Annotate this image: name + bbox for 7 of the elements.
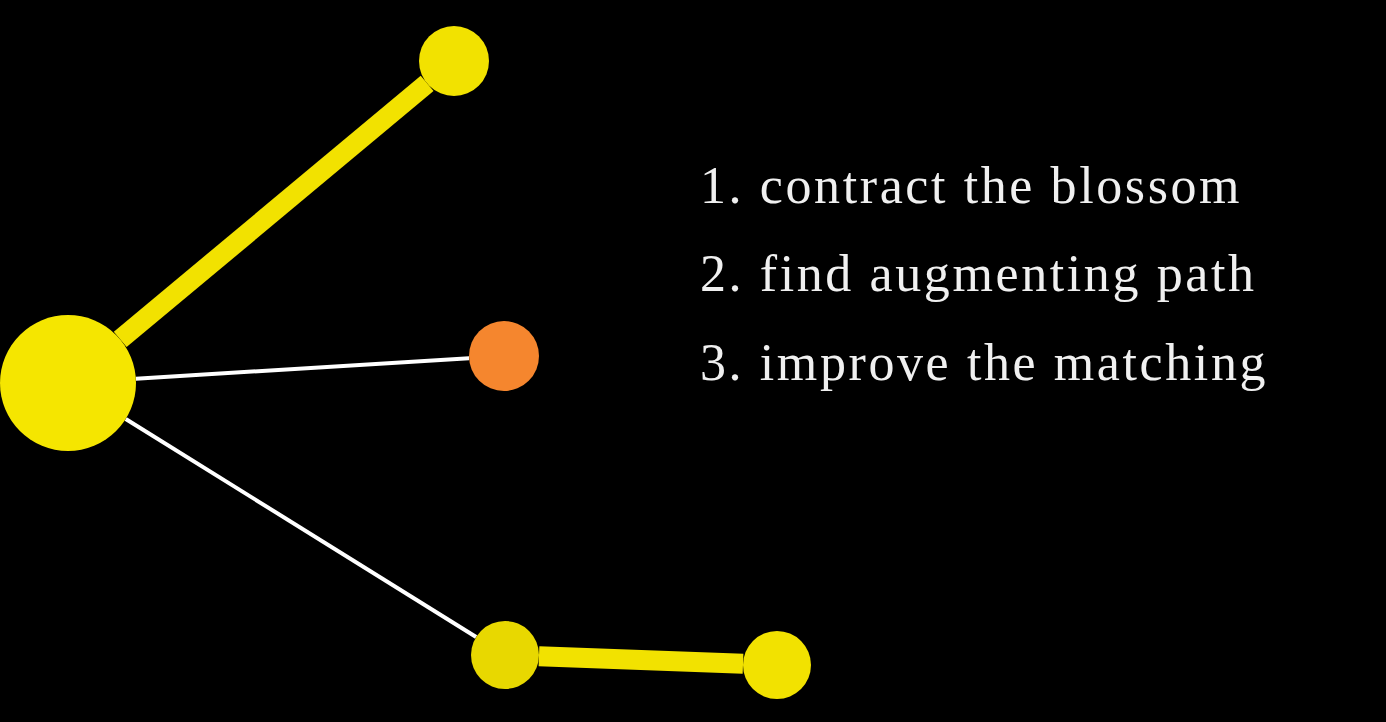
edge-line [135,356,470,381]
edge-line [124,417,478,639]
edge-line [113,75,434,348]
step-text: 2. find augmenting path [700,244,1257,304]
step-text: 3. improve the matching [700,333,1269,393]
step-text: 1. contract the blossom [700,156,1243,216]
edge-line [538,646,744,674]
